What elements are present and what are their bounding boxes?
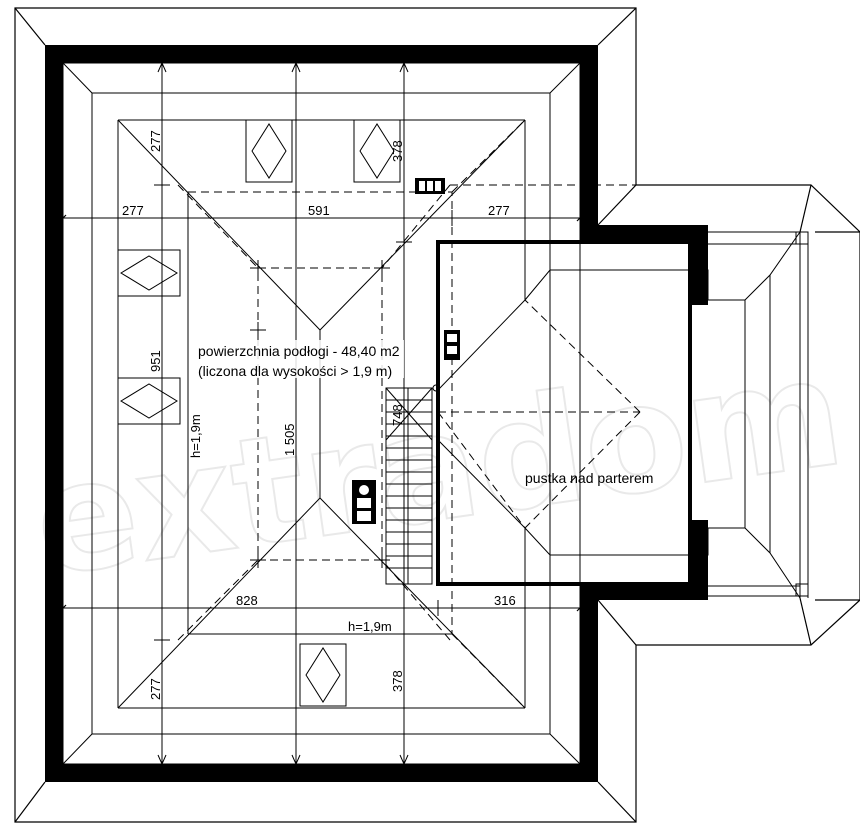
void-label: pustka nad parterem [525,470,653,486]
dim-top-left-277: 277 [122,203,144,218]
dim-stair-748: 748 [390,404,405,426]
dim-top-middle-591: 591 [308,203,330,218]
floor-area-line2: (liczona dla wysokości > 1,9 m) [198,363,392,379]
chimney-top-icon [415,178,445,194]
height-label-horizontal: h=1,9m [348,619,392,634]
exterior-walls [45,45,708,782]
chimney-stair-icon [352,480,376,524]
column-marks [250,260,390,568]
dim-bottom-left-828: 828 [236,593,258,608]
dimension-lines [59,61,584,766]
roof-outline [14,7,860,823]
dim-vertical-left-951: 951 [148,350,163,372]
height-label-vertical: h=1,9m [188,414,203,458]
dim-vertical-top-left-277: 277 [148,130,163,152]
skylight-left-upper [117,249,181,297]
void-room-walls [436,240,692,586]
dim-vertical-center-1505: 1 505 [282,423,297,456]
stair-treads [386,399,432,569]
dim-bottom-right-316: 316 [494,593,516,608]
chimney-middle-icon [444,330,460,360]
skylight-bottom [299,643,347,707]
dim-vertical-top-right-378: 378 [390,140,405,162]
skylight-top-left [245,119,293,183]
dim-vertical-bottom-left-277: 277 [148,678,163,700]
dim-top-right-277: 277 [488,203,510,218]
room-labels: powierzchnia podłogi - 48,40 m2 (liczona… [188,340,653,634]
chimneys [352,178,460,524]
skylight-left-lower [117,377,181,425]
skylights [117,119,401,707]
staircase [385,384,440,585]
skylight-top-right [353,119,401,183]
dim-vertical-bottom-right-378: 378 [390,670,405,692]
floor-area-line1: powierzchnia podłogi - 48,40 m2 [198,343,400,359]
dimension-texts: 277 591 277 828 316 277 378 951 1 505 74… [122,130,516,700]
